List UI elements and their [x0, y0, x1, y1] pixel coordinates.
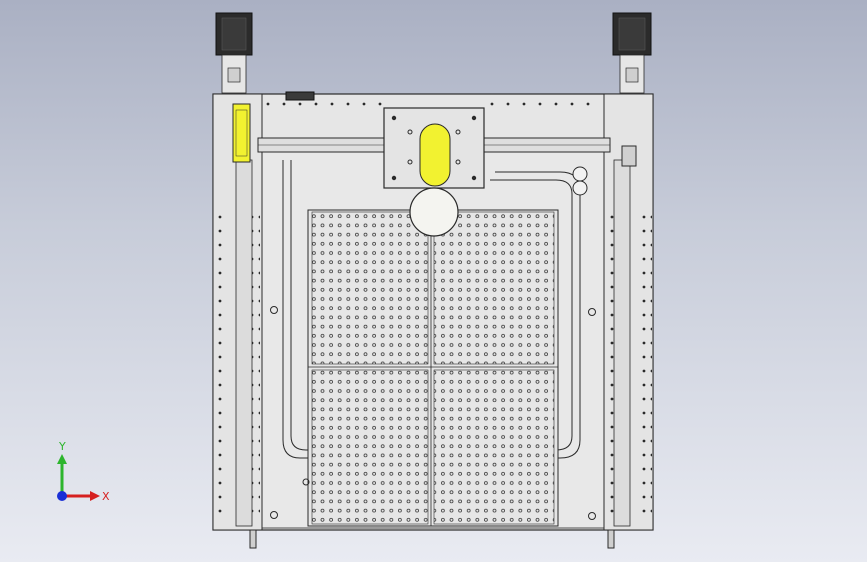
z-axis-dot: [57, 491, 67, 501]
plate-screw: [270, 306, 278, 314]
left-rail-track: [235, 159, 253, 527]
top-hole-row: [266, 102, 590, 106]
foot-left: [249, 529, 257, 549]
plate-screw: [302, 478, 310, 486]
frame-hole: [282, 102, 286, 106]
y-axis-label: Y: [58, 440, 66, 453]
cable-connector: [285, 91, 315, 101]
right-rail-holes: [642, 210, 652, 520]
frame-hole: [314, 102, 318, 106]
right-stepper-motor[interactable]: [612, 12, 652, 94]
perforated-bed[interactable]: [307, 209, 559, 527]
plate-screw: [588, 308, 596, 316]
frame-hole: [346, 102, 350, 106]
frame-hole: [330, 102, 334, 106]
spindle-motor[interactable]: [409, 187, 459, 237]
right-fitting-bottom: [572, 180, 588, 196]
frame-hole: [266, 102, 270, 106]
orientation-triad[interactable]: Y X: [40, 436, 120, 516]
x-axis-arrowhead: [90, 491, 100, 501]
frame-hole: [570, 102, 574, 106]
frame-hole: [506, 102, 510, 106]
right-rail-holes-inner: [606, 210, 614, 520]
y-carriage-highlight[interactable]: [232, 103, 251, 163]
plate-screw: [270, 511, 278, 519]
right-fitting-top: [572, 166, 588, 182]
frame-hole: [522, 102, 526, 106]
right-rail-track: [613, 159, 631, 527]
plate-screw: [588, 512, 596, 520]
frame-hole: [298, 102, 302, 106]
left-rail-holes: [215, 210, 225, 520]
frame-hole: [378, 102, 382, 106]
foot-right: [607, 529, 615, 549]
right-limit-switch: [621, 145, 637, 167]
spindle-mount-highlight[interactable]: [419, 123, 451, 187]
y-axis-arrowhead: [57, 454, 67, 464]
frame-hole: [538, 102, 542, 106]
frame-hole: [586, 102, 590, 106]
frame-hole: [490, 102, 494, 106]
x-axis-label: X: [102, 490, 110, 503]
left-stepper-motor[interactable]: [215, 12, 253, 94]
frame-hole: [362, 102, 366, 106]
left-rail-holes-inner: [252, 210, 260, 520]
frame-hole: [554, 102, 558, 106]
